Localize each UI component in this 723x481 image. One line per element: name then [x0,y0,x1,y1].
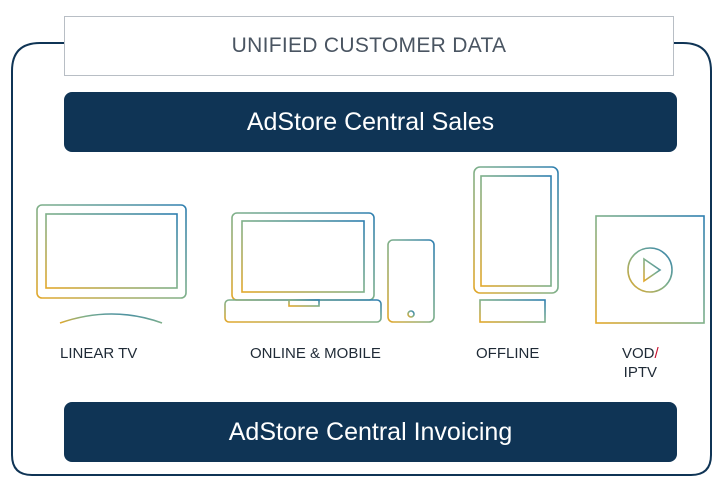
label-vod: VOD [622,345,655,362]
tablet-icon [473,166,559,323]
laptop-icon [224,212,382,323]
header-title-text: UNIFIED CUSTOMER DATA [231,34,507,57]
label-linear-tv: LINEAR TV [60,345,138,362]
invoicing-bar-label: AdStore Central Invoicing [228,417,513,446]
label-slash: / [654,345,659,362]
sales-bar-label: AdStore Central Sales [246,107,495,136]
label-iptv: IPTV [623,364,658,381]
tv-icon [36,204,187,324]
invoicing-bar: AdStore Central Invoicing [64,402,677,462]
label-online-mobile: ONLINE & MOBILE [250,345,381,362]
sales-bar: AdStore Central Sales [64,92,677,152]
label-offline: OFFLINE [476,345,540,362]
phone-icon [387,239,435,323]
header-title: UNIFIED CUSTOMER DATA [64,16,674,76]
label-vod-iptv: VOD/ IPTV [622,344,659,382]
video-player-icon [595,215,705,324]
